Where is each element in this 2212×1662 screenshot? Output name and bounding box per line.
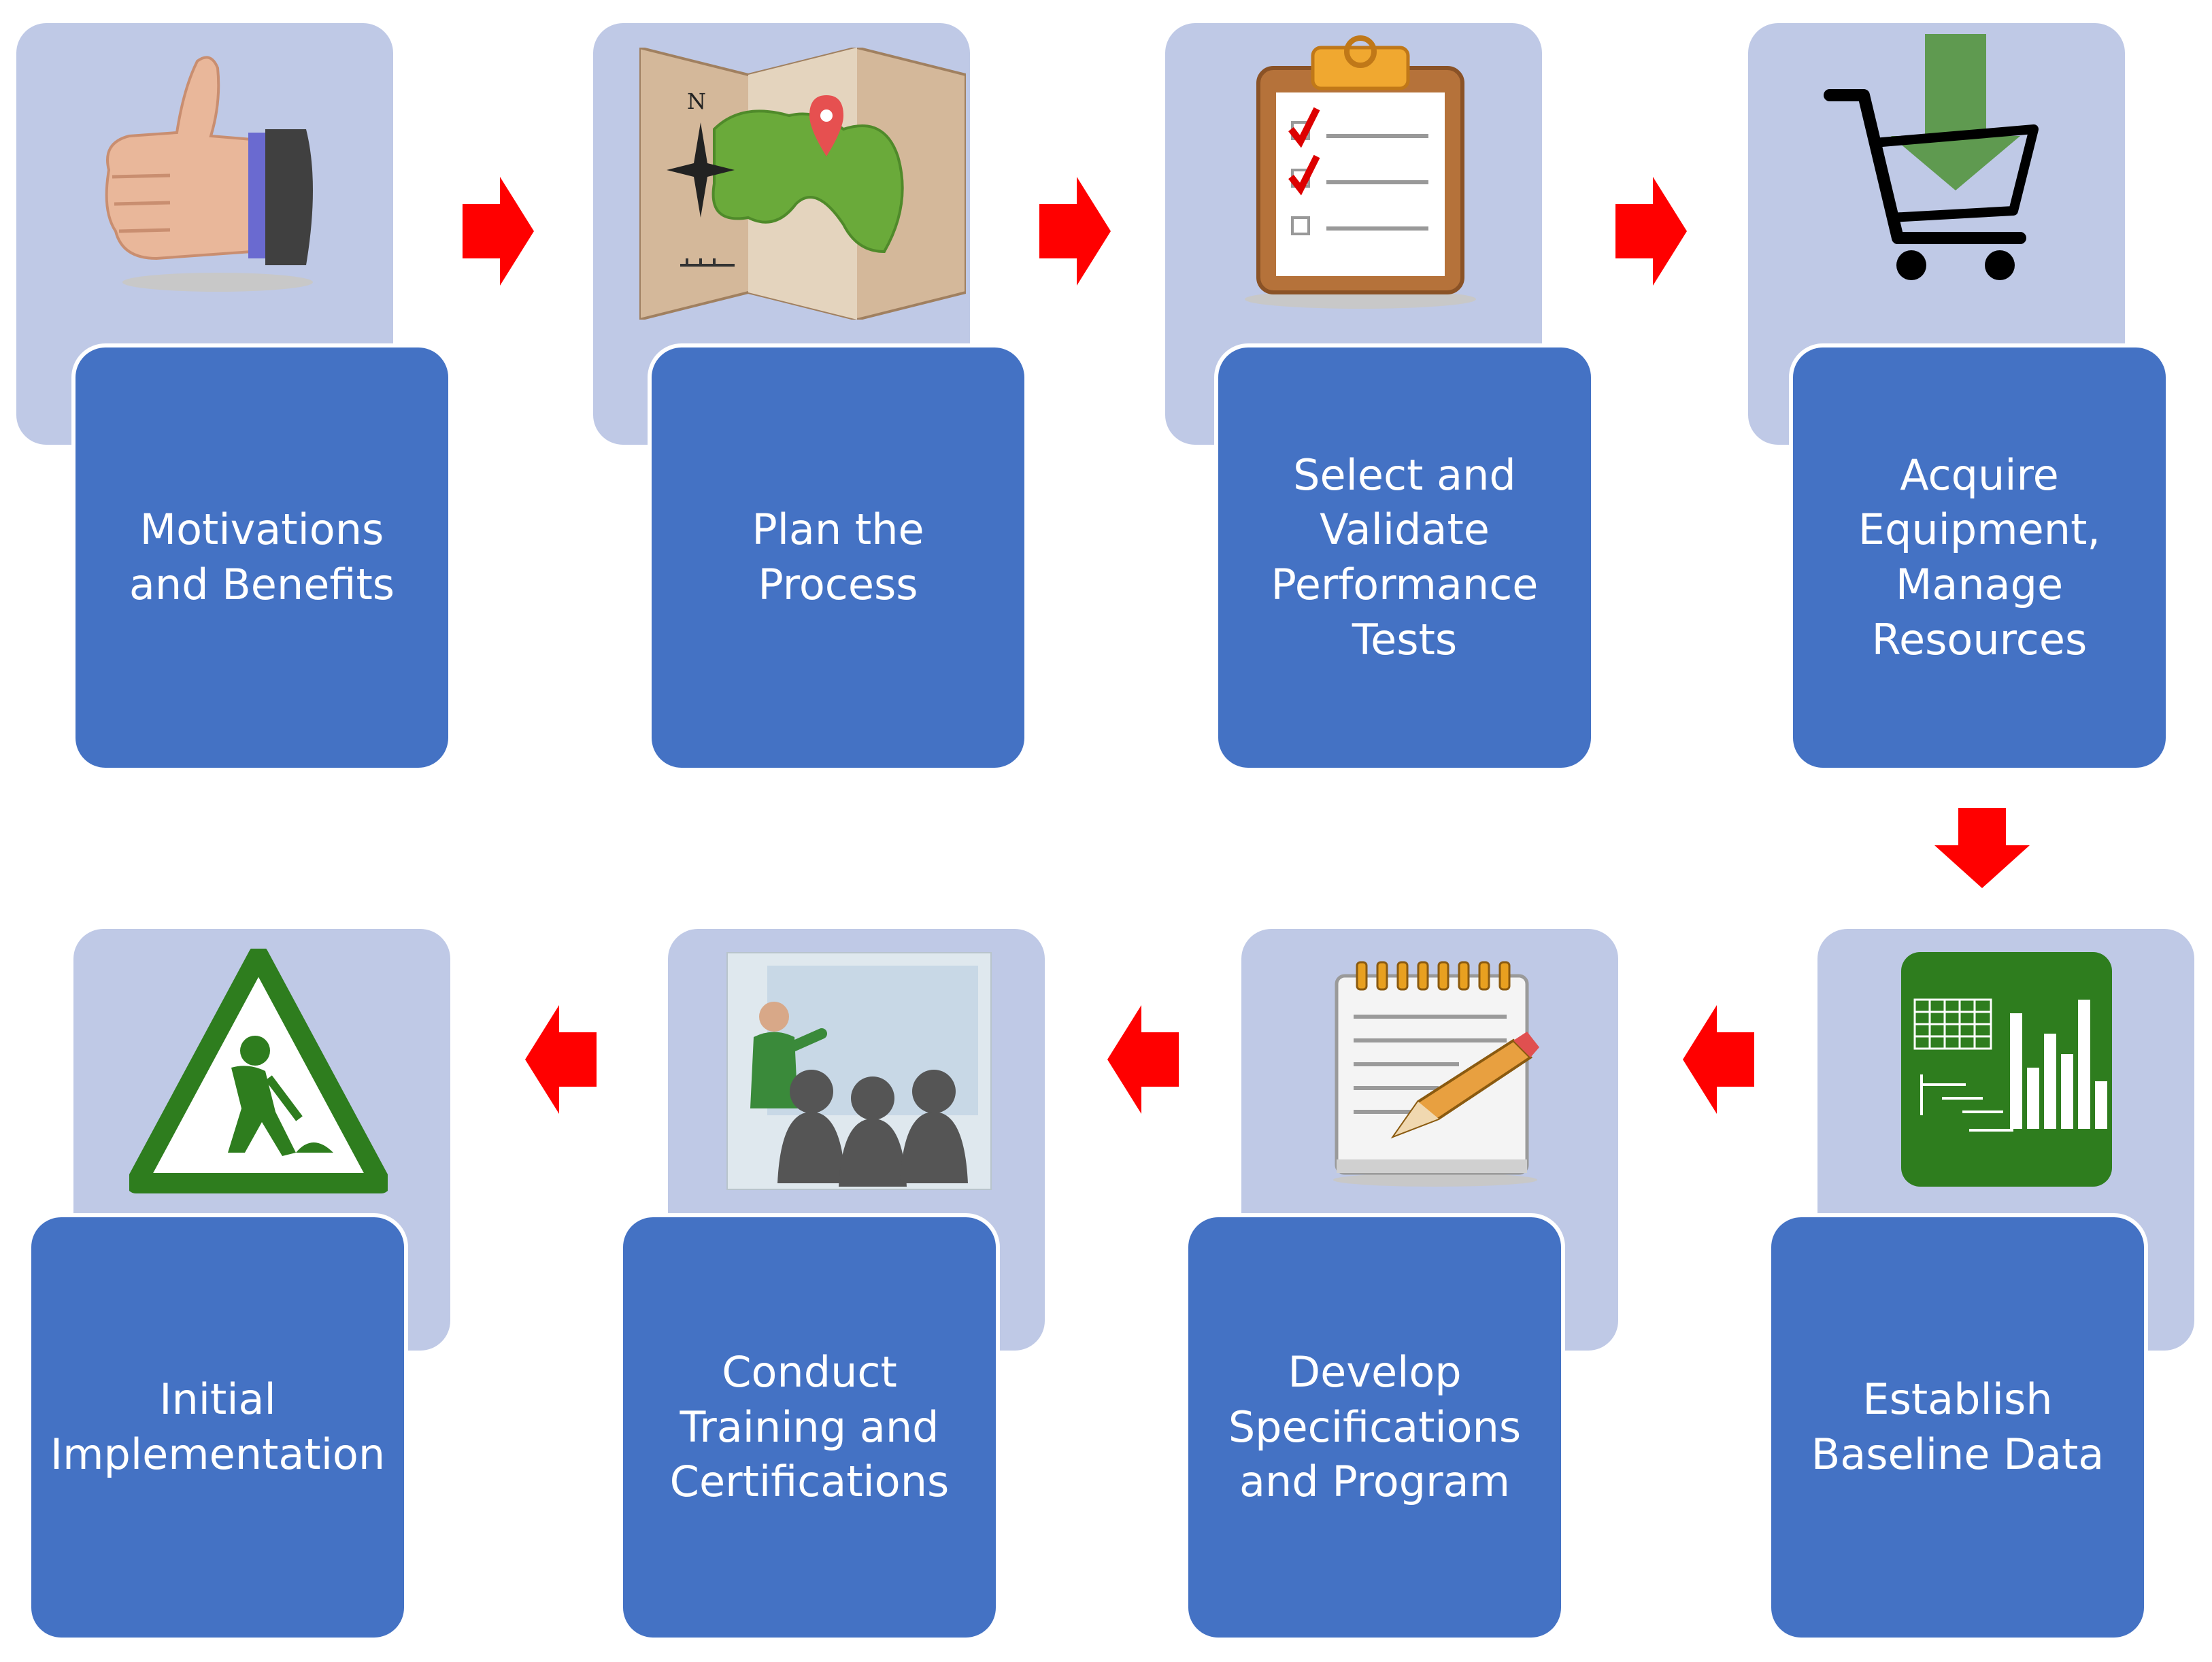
notepad-pencil-icon xyxy=(1333,961,1539,1187)
arrow-right-icon xyxy=(463,177,534,286)
thumbs-up-icon xyxy=(105,56,313,292)
step-label: Establish Baseline Data xyxy=(1767,1213,2148,1642)
arrow-down-icon xyxy=(1934,808,2030,888)
clipboard-checklist-icon xyxy=(1245,35,1476,309)
step-label: Motivations and Benefits xyxy=(71,343,452,772)
arrow-left-icon xyxy=(1107,1005,1179,1114)
step-label: Plan the Process xyxy=(648,343,1028,772)
map-icon: N xyxy=(639,48,966,320)
arrow-left-icon xyxy=(1683,1005,1754,1114)
step-label: Select and Validate Performance Tests xyxy=(1214,343,1595,772)
presentation-icon xyxy=(726,952,992,1190)
compass-letter: N xyxy=(687,88,706,114)
arrow-left-icon xyxy=(525,1005,597,1114)
shopping-cart-icon xyxy=(1824,34,2039,280)
arrow-right-icon xyxy=(1039,177,1111,286)
step-label: Acquire Equipment, Manage Resources xyxy=(1789,343,2170,772)
step-label: Develop Specifications and Program xyxy=(1184,1213,1565,1642)
step-label: Initial Implementation xyxy=(27,1213,408,1642)
spreadsheet-chart-icon xyxy=(1901,952,2112,1187)
step-label: Conduct Training and Certifications xyxy=(619,1213,1000,1642)
construction-sign-icon xyxy=(129,949,388,1193)
arrow-right-icon xyxy=(1615,177,1687,286)
